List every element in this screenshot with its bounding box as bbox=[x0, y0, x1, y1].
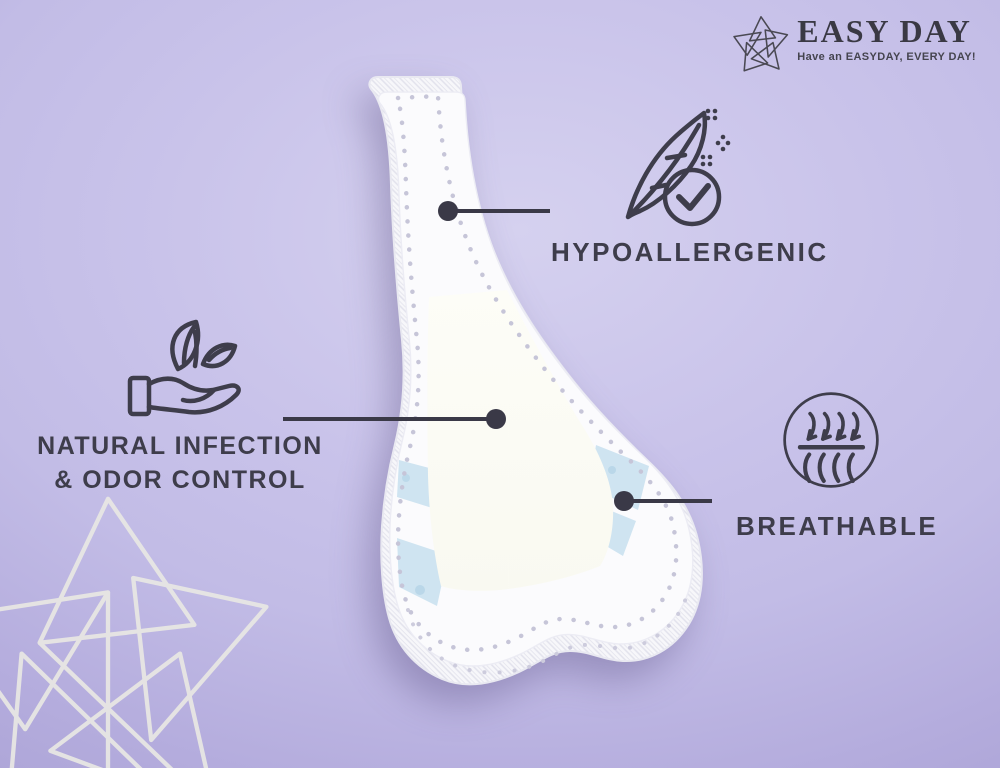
pad-absorbent-core bbox=[427, 290, 614, 591]
feather-check-icon bbox=[625, 108, 731, 227]
feature-label-natural-line2: & ODOR CONTROL bbox=[54, 466, 306, 494]
pad-stitch-dots-outer bbox=[406, 596, 688, 675]
feature-label-hypoallergenic: HYPOALLERGENIC bbox=[551, 237, 829, 267]
brand-text: EASY DAY Have an EASYDAY, EVERY DAY! bbox=[797, 13, 976, 63]
brand-tagline: Have an EASYDAY, EVERY DAY! bbox=[797, 51, 976, 63]
feather-dots bbox=[700, 108, 731, 167]
origami-star-icon bbox=[733, 16, 789, 72]
feature-label-natural: NATURAL INFECTION & ODOR CONTROL bbox=[12, 429, 348, 497]
decorative-star-lineart bbox=[0, 496, 269, 768]
feature-label-natural-line1: NATURAL INFECTION bbox=[37, 432, 323, 460]
hand-leaves-icon bbox=[127, 319, 241, 417]
brand-name: EASY DAY bbox=[797, 13, 972, 49]
airflow-icon bbox=[783, 392, 879, 488]
brand-logo: EASY DAY Have an EASYDAY, EVERY DAY! bbox=[731, 13, 976, 75]
feature-label-breathable: BREATHABLE bbox=[736, 511, 939, 541]
